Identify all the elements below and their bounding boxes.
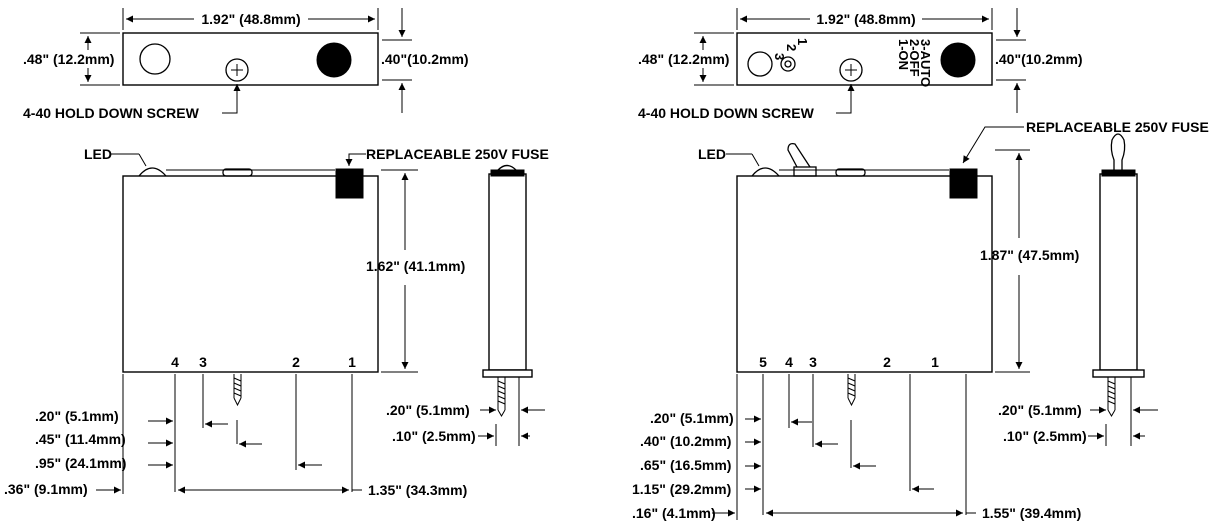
- pin-label: 2: [883, 354, 891, 370]
- side-led-bump: [497, 164, 517, 171]
- right-top-height-inner: .40"(10.2mm): [995, 51, 1083, 67]
- span-dimension: 1.55" (39.4mm): [982, 505, 1081, 521]
- side-flange: [1092, 369, 1145, 378]
- right-top-view: 3 2 1 1-ON 2-OFF 3-AUTO 1.92" (48.8mm) .…: [638, 8, 1083, 121]
- side-threaded-stud: [497, 377, 506, 417]
- left-top-height-outer: .48" (12.2mm): [23, 51, 114, 67]
- side-dimension: .20" (5.1mm): [998, 402, 1082, 418]
- fuse-leader: [345, 153, 366, 166]
- pin-label: 3: [809, 354, 817, 370]
- toggle-switch-icon: [780, 56, 796, 72]
- toggle-center: [784, 60, 792, 68]
- pin-label: 3: [199, 354, 207, 370]
- pin-label: 1: [931, 354, 939, 370]
- pin-dimension: .65" (16.5mm): [640, 457, 731, 473]
- screw-cross-icon: [845, 64, 857, 76]
- side-flange: [482, 369, 533, 378]
- pin-dimension: .20" (5.1mm): [650, 410, 734, 426]
- side-toggle-lever-icon: [1110, 133, 1126, 170]
- pin-label: 5: [759, 354, 767, 370]
- right-front-body: [736, 175, 993, 373]
- left-led-label: LED: [84, 146, 112, 162]
- left-top-view: 1.92" (48.8mm) .48" (12.2mm) .40"(10.2mm…: [23, 8, 469, 121]
- switch-position: 2: [784, 44, 799, 51]
- right-front-view: LED REPLACEABLE 250V FUSE 1.87" (47.5mm)…: [632, 119, 1209, 521]
- screw-leader: [222, 84, 241, 114]
- left-top-height-inner: .40"(10.2mm): [381, 51, 469, 67]
- fuse-cap: [316, 42, 352, 78]
- right-side-view: .20" (5.1mm) .10" (2.5mm): [998, 133, 1158, 446]
- toggle-lever-icon: [787, 142, 811, 168]
- side-cap: [490, 169, 525, 177]
- led-bump: [138, 167, 167, 177]
- pin-dimension: 1.15" (29.2mm): [632, 481, 731, 497]
- led-window: [139, 43, 171, 75]
- left-height-dimension: 1.62" (41.1mm): [366, 258, 465, 274]
- right-fuse-label: REPLACEABLE 250V FUSE: [1026, 119, 1209, 135]
- left-side-view: .20" (5.1mm) .10" (2.5mm): [386, 164, 545, 446]
- side-body: [1099, 173, 1138, 371]
- switch-mode: 2-OFF: [907, 39, 922, 77]
- screw-head-icon: [839, 58, 863, 82]
- left-width-dimension: 1.92" (48.8mm): [201, 11, 300, 27]
- top-tab: [222, 168, 253, 177]
- switch-position: 3: [772, 53, 787, 60]
- pin-dimension: .95" (24.1mm): [35, 455, 126, 471]
- left-fuse-label: REPLACEABLE 250V FUSE: [366, 146, 549, 162]
- side-cap: [1101, 169, 1136, 177]
- switch-mode: 1-ON: [896, 39, 911, 70]
- screw-head-icon: [225, 58, 249, 82]
- screw-leader: [836, 84, 855, 114]
- switch-position: 1: [795, 38, 810, 45]
- fuse-leader: [962, 126, 1024, 164]
- side-dimension: .10" (2.5mm): [1003, 428, 1087, 444]
- fuse-cap: [940, 42, 976, 78]
- left-front-body: [122, 175, 379, 373]
- pin-dimension: .36" (9.1mm): [4, 481, 88, 497]
- threaded-stud: [233, 374, 242, 407]
- pin-label: 2: [292, 354, 300, 370]
- right-height-dimension: 1.87" (47.5mm): [980, 247, 1079, 263]
- pin-label: 4: [785, 354, 793, 370]
- led-leader: [751, 153, 760, 167]
- threaded-stud: [847, 374, 856, 407]
- side-body: [488, 173, 527, 371]
- led-bump: [751, 167, 780, 177]
- side-dimension: .20" (5.1mm): [386, 402, 470, 418]
- right-width-dimension: 1.92" (48.8mm): [816, 11, 915, 27]
- fuse-block: [949, 168, 978, 199]
- left-screw-label: 4-40 HOLD DOWN SCREW: [23, 105, 200, 121]
- led-window: [747, 51, 773, 77]
- toggle-base: [793, 166, 817, 177]
- span-dimension: 1.35" (34.3mm): [368, 482, 467, 498]
- pin-dimension: .40" (10.2mm): [640, 433, 731, 449]
- switch-mode: 3-AUTO: [918, 39, 933, 87]
- side-dimension: .10" (2.5mm): [392, 428, 476, 444]
- pin-dimension: .16" (4.1mm): [632, 505, 716, 521]
- top-tab: [835, 168, 866, 177]
- pin-dimension: .45" (11.4mm): [35, 431, 126, 447]
- pin-dimension: .20" (5.1mm): [35, 408, 119, 424]
- right-led-label: LED: [698, 146, 726, 162]
- screw-cross-icon: [231, 64, 243, 76]
- right-top-height-outer: .48" (12.2mm): [638, 51, 729, 67]
- side-threaded-stud: [1107, 377, 1116, 417]
- right-screw-label: 4-40 HOLD DOWN SCREW: [638, 105, 815, 121]
- led-leader: [138, 153, 147, 167]
- pin-label: 1: [348, 354, 356, 370]
- pin-label: 4: [171, 354, 179, 370]
- left-front-view: LED REPLACEABLE 250V FUSE 1.62" (41.1mm)…: [4, 146, 549, 498]
- fuse-block: [335, 168, 364, 199]
